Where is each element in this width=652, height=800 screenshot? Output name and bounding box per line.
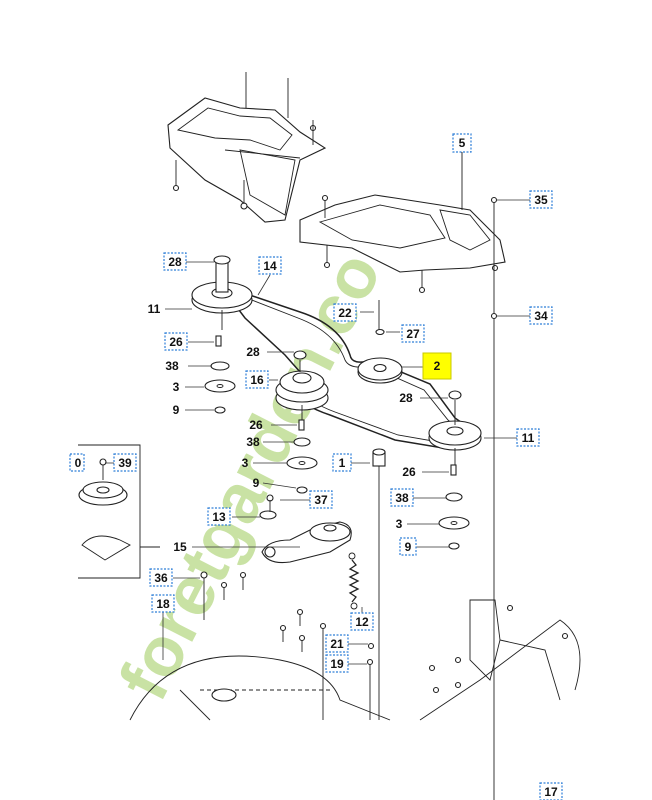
spindle-stack-left <box>204 335 236 414</box>
callout-3b: 3 <box>242 456 249 470</box>
highlighted-part-box <box>422 352 452 380</box>
sleeve-1 <box>372 448 386 720</box>
tensioner-arm-15 <box>259 494 352 564</box>
callout-12: 12 <box>355 615 369 629</box>
callout-38b: 38 <box>246 435 260 449</box>
callout-18: 18 <box>156 597 170 611</box>
callout-2: 2 <box>434 359 441 373</box>
callout-9c: 9 <box>405 540 412 554</box>
callout-37: 37 <box>314 493 328 507</box>
callout-17: 17 <box>544 785 558 799</box>
pulley-11-right <box>428 390 482 468</box>
spindle-stack-right <box>438 464 470 550</box>
callout-26: 26 <box>169 335 183 349</box>
callout-28b: 28 <box>246 345 260 359</box>
callout-26c: 26 <box>402 465 416 479</box>
upper-belt-cover-left <box>167 72 327 223</box>
callout-39: 39 <box>118 456 132 470</box>
idler-pulley-2 <box>357 300 403 384</box>
callout-26b: 26 <box>249 418 263 432</box>
leader-lines <box>105 152 530 665</box>
callout-5: 5 <box>459 136 466 150</box>
bolts <box>200 571 569 720</box>
callout-35: 35 <box>534 193 548 207</box>
callout-0: 0 <box>75 456 82 470</box>
callout-1: 1 <box>339 456 346 470</box>
callout-9: 9 <box>173 403 180 417</box>
detail-inset <box>78 444 160 579</box>
spindle-stack-center <box>286 419 318 494</box>
callout-28c: 28 <box>399 391 413 405</box>
callout-16: 16 <box>250 373 264 387</box>
spring-12 <box>348 552 360 610</box>
pulley-16 <box>275 350 329 428</box>
callout-13: 13 <box>212 510 226 524</box>
mower-deck-18 <box>129 599 581 721</box>
callout-19: 19 <box>330 657 344 671</box>
callout-labels: 28 14 11 22 27 26 38 28 16 3 9 2 28 26 1… <box>69 133 563 800</box>
callout-21: 21 <box>330 637 344 651</box>
callout-15: 15 <box>173 540 187 554</box>
callout-3: 3 <box>173 380 180 394</box>
callout-38: 38 <box>165 359 179 373</box>
callout-3c: 3 <box>396 517 403 531</box>
callout-28: 28 <box>168 255 182 269</box>
callout-27: 27 <box>406 327 420 341</box>
callout-34: 34 <box>534 309 548 323</box>
pulley-11-left <box>191 255 253 330</box>
callout-9b: 9 <box>253 476 260 490</box>
callout-11: 11 <box>148 302 161 316</box>
upper-belt-cover-right <box>299 150 506 294</box>
callout-11b: 11 <box>522 431 535 445</box>
callout-38c: 38 <box>395 491 409 505</box>
callout-14: 14 <box>263 259 277 273</box>
callout-22: 22 <box>338 306 352 320</box>
callout-36: 36 <box>154 571 168 585</box>
